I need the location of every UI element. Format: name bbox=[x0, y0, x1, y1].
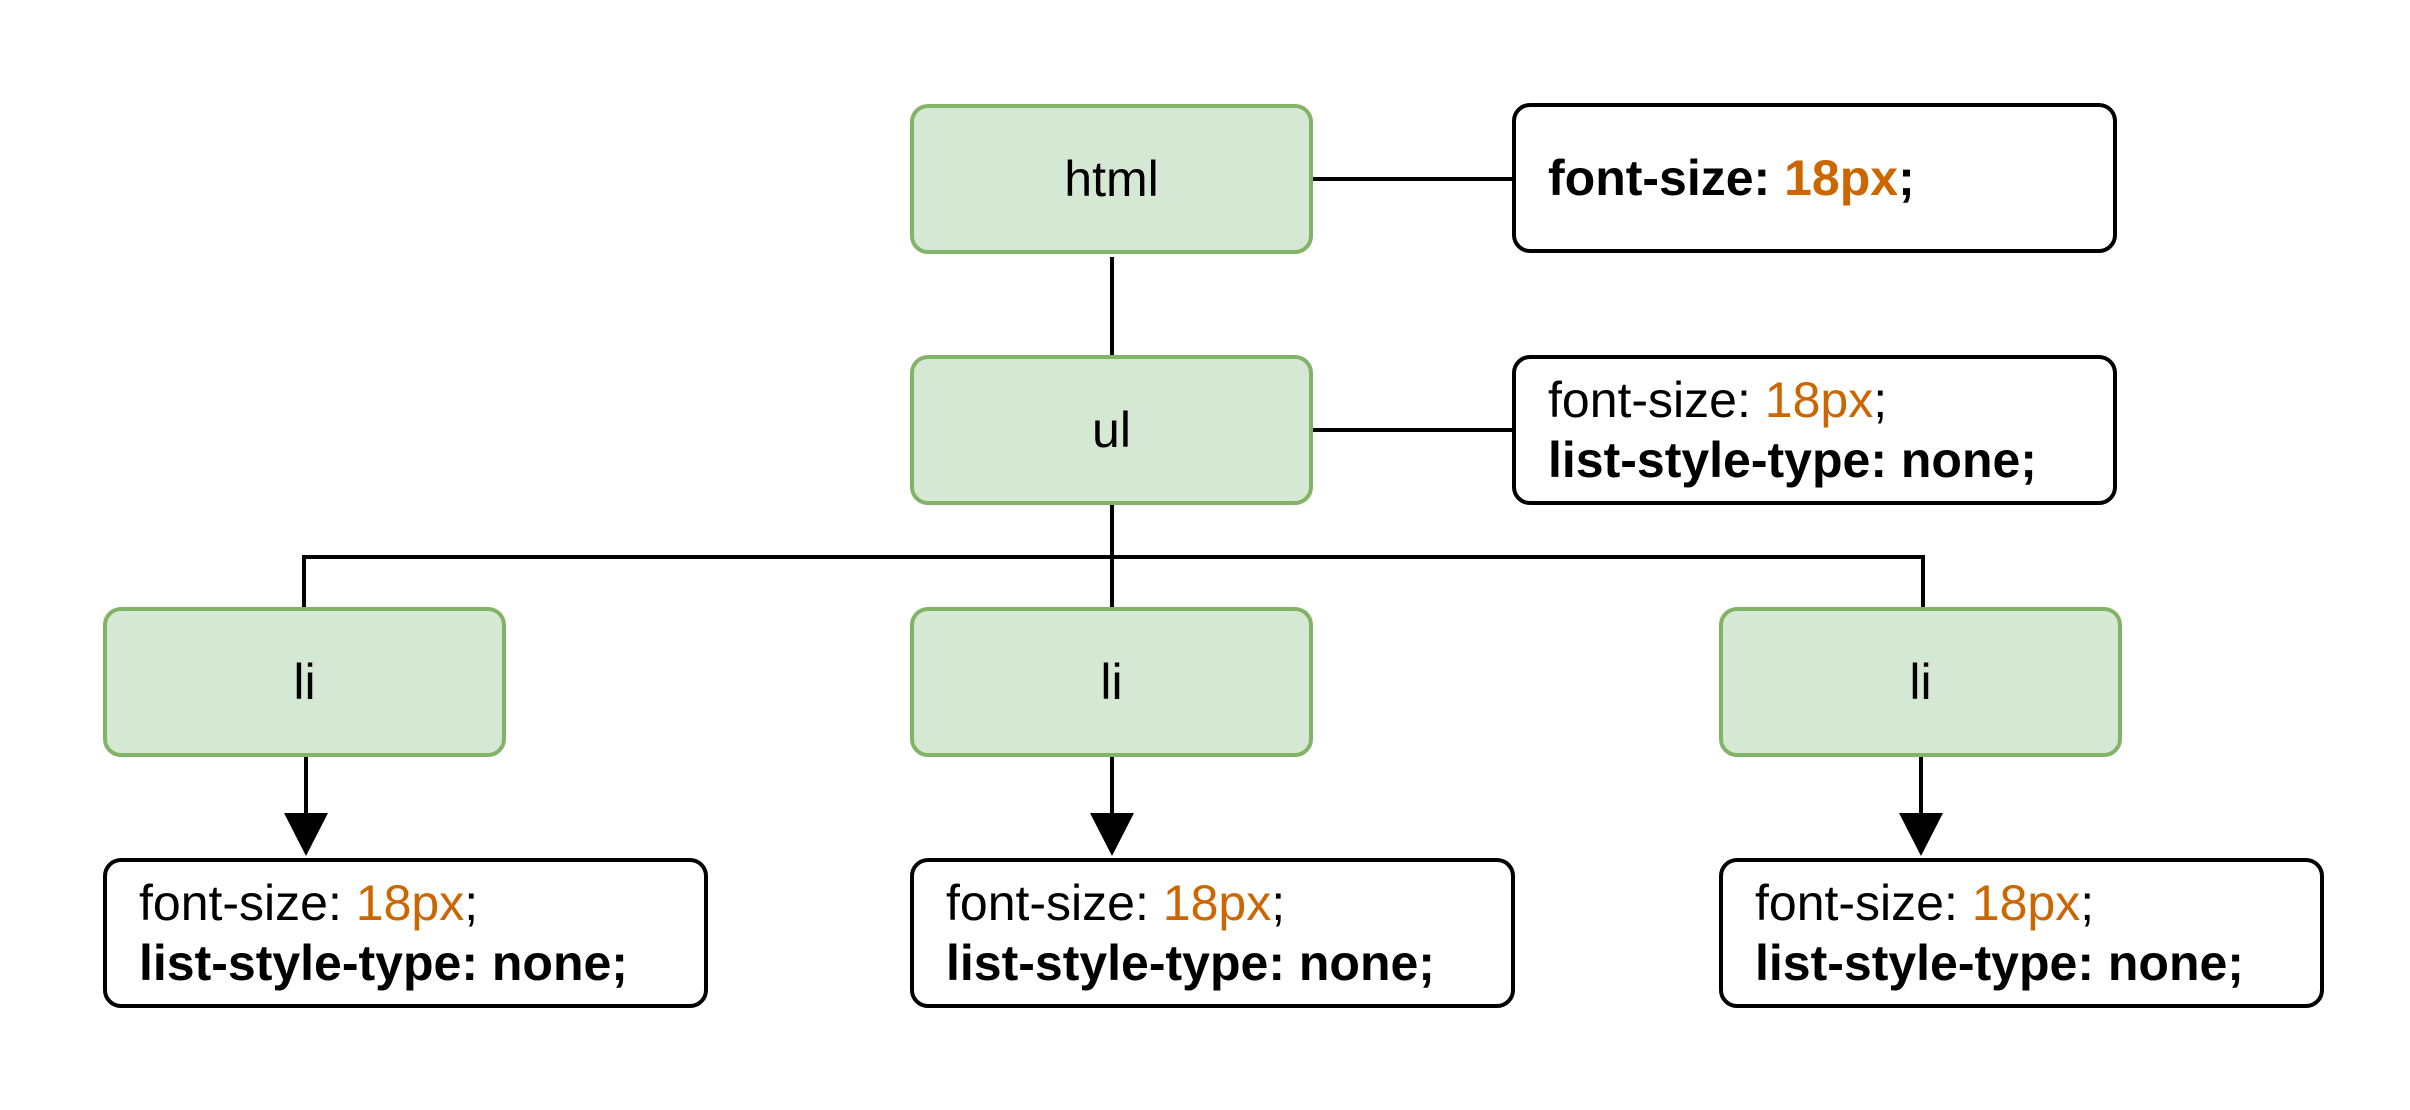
arrowhead-li-1 bbox=[284, 813, 328, 856]
note-ul-inherited-value: 18px bbox=[1764, 372, 1874, 428]
node-html: html bbox=[910, 104, 1313, 254]
note-li-1-inherited-font: font-size: 18px; bbox=[139, 873, 704, 933]
note-ul: font-size: 18px; list-style-type: none; bbox=[1512, 355, 2117, 505]
arrowhead-li-2 bbox=[1090, 813, 1134, 856]
note-li-1: font-size: 18px; list-style-type: none; bbox=[103, 858, 708, 1008]
note-li-2: font-size: 18px; list-style-type: none; bbox=[910, 858, 1515, 1008]
note-li-2-list-style: list-style-type: none; bbox=[946, 935, 1435, 991]
note-li-3-value: 18px bbox=[1971, 875, 2081, 931]
note-li-2-value: 18px bbox=[1162, 875, 1272, 931]
note-ul-inherited-prop: font-size: bbox=[1548, 372, 1751, 428]
note-html: font-size: 18px; bbox=[1512, 103, 2117, 253]
note-li-3: font-size: 18px; list-style-type: none; bbox=[1719, 858, 2324, 1008]
note-li-3-inherited-font: font-size: 18px; bbox=[1755, 873, 2320, 933]
node-ul: ul bbox=[910, 355, 1313, 505]
note-li-1-prop: font-size: bbox=[139, 875, 342, 931]
node-li-1: li bbox=[103, 607, 506, 757]
note-html-rule: font-size: 18px; bbox=[1548, 148, 2113, 208]
note-ul-own-rule: list-style-type: none; bbox=[1548, 432, 2037, 488]
note-li-2-inherited-font: font-size: 18px; bbox=[946, 873, 1511, 933]
note-li-1-end: ; bbox=[464, 875, 479, 931]
note-ul-inherited-end: ; bbox=[1873, 372, 1888, 428]
note-li-2-prop: font-size: bbox=[946, 875, 1149, 931]
note-ul-inherited: font-size: 18px; bbox=[1548, 370, 2113, 430]
note-li-3-prop: font-size: bbox=[1755, 875, 1958, 931]
note-li-3-end: ; bbox=[2080, 875, 2095, 931]
note-li-2-end: ; bbox=[1271, 875, 1286, 931]
note-html-value: 18px bbox=[1784, 150, 1899, 206]
arrowhead-li-3 bbox=[1899, 813, 1943, 856]
note-html-prop: font-size: bbox=[1548, 150, 1771, 206]
note-html-end: ; bbox=[1898, 150, 1915, 206]
node-li-3: li bbox=[1719, 607, 2122, 757]
note-li-1-list-style: list-style-type: none; bbox=[139, 935, 628, 991]
note-li-3-list-style: list-style-type: none; bbox=[1755, 935, 2244, 991]
node-li-2: li bbox=[910, 607, 1313, 757]
note-li-1-value: 18px bbox=[355, 875, 465, 931]
